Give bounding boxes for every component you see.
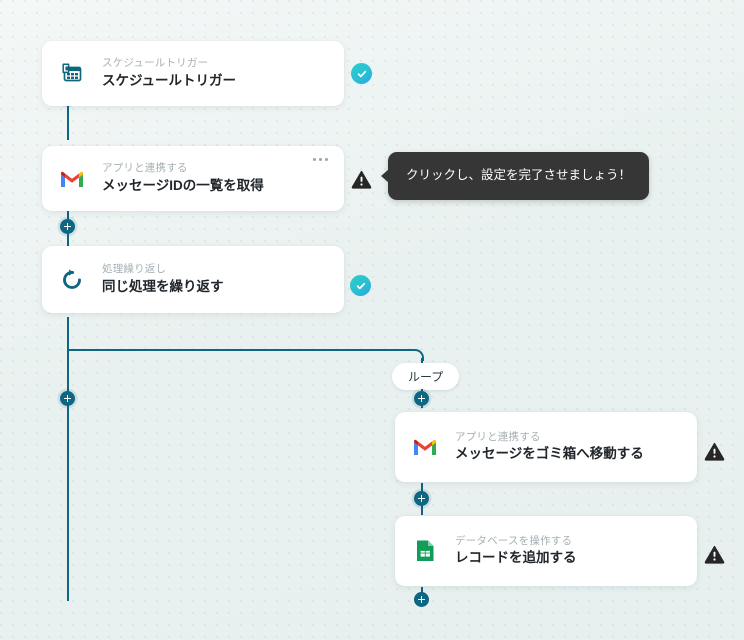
check-icon xyxy=(357,70,366,77)
status-badge-check-2[interactable] xyxy=(350,275,371,296)
loop-badge[interactable]: ループ xyxy=(392,363,460,390)
card-subtitle: データベースを操作する xyxy=(455,534,573,547)
gmail-icon xyxy=(58,165,86,193)
workflow-card-sheets-add-record[interactable]: データベースを操作する レコードを追加する xyxy=(395,516,697,586)
menu-dot xyxy=(319,158,322,161)
workflow-card-schedule-trigger[interactable]: スケジュールトリガー スケジュールトリガー xyxy=(42,41,344,106)
loop-connector-top xyxy=(421,358,423,366)
connector-line-1 xyxy=(67,105,69,140)
card-title: メッセージをゴミ箱へ移動する xyxy=(455,446,644,462)
google-sheets-icon xyxy=(411,537,439,565)
status-badge-check-1[interactable] xyxy=(351,63,372,84)
menu-dot xyxy=(313,158,316,161)
card-title: スケジュールトリガー xyxy=(102,72,237,88)
add-step-node-loop-2[interactable] xyxy=(414,491,429,506)
gmail-icon xyxy=(411,433,439,461)
card-subtitle: アプリと連携する xyxy=(455,430,541,443)
workflow-card-gmail-get-message-ids[interactable]: アプリと連携する メッセージIDの一覧を取得 xyxy=(42,146,344,211)
add-step-node-3[interactable] xyxy=(60,391,75,406)
warning-triangle-icon xyxy=(704,545,724,564)
add-step-node-loop-end[interactable] xyxy=(414,592,429,607)
card-text-block: アプリと連携する メッセージIDの一覧を取得 xyxy=(102,162,264,194)
branch-horizontal-line xyxy=(68,349,413,351)
check-icon xyxy=(356,282,365,289)
loop-refresh-icon xyxy=(58,266,86,294)
workflow-card-gmail-move-to-trash[interactable]: アプリと連携する メッセージをゴミ箱へ移動する xyxy=(395,412,697,482)
card-text-block: アプリと連携する メッセージをゴミ箱へ移動する xyxy=(455,431,644,463)
status-badge-warning-2[interactable] xyxy=(703,440,725,462)
card-subtitle: スケジュールトリガー xyxy=(102,57,209,70)
workflow-card-loop-repeat[interactable]: 処理繰り返し 同じ処理を繰り返す xyxy=(42,246,344,313)
connector-line-3 xyxy=(67,317,69,601)
card-title: メッセージIDの一覧を取得 xyxy=(102,177,264,193)
add-step-node-loop-1[interactable] xyxy=(414,391,429,406)
card-text-block: データベースを操作する レコードを追加する xyxy=(455,535,577,567)
schedule-calendar-icon xyxy=(58,60,86,88)
card-text-block: 処理繰り返し 同じ処理を繰り返す xyxy=(102,263,224,295)
card-subtitle: 処理繰り返し xyxy=(102,263,167,276)
card-title: レコードを追加する xyxy=(455,550,577,566)
card-text-block: スケジュールトリガー スケジュールトリガー xyxy=(102,57,236,89)
card-overflow-menu-button[interactable] xyxy=(310,155,331,164)
warning-triangle-icon xyxy=(351,170,371,189)
branch-corner xyxy=(412,349,424,361)
add-step-node-2[interactable] xyxy=(60,219,75,234)
warning-triangle-icon xyxy=(704,442,724,461)
menu-dot xyxy=(325,158,328,161)
card-title: 同じ処理を繰り返す xyxy=(102,278,224,294)
onboarding-tooltip: クリックし、設定を完了させましょう！ xyxy=(388,152,650,200)
status-badge-warning-3[interactable] xyxy=(703,543,725,565)
status-badge-warning-1[interactable] xyxy=(350,168,372,190)
card-subtitle: アプリと連携する xyxy=(102,162,188,175)
